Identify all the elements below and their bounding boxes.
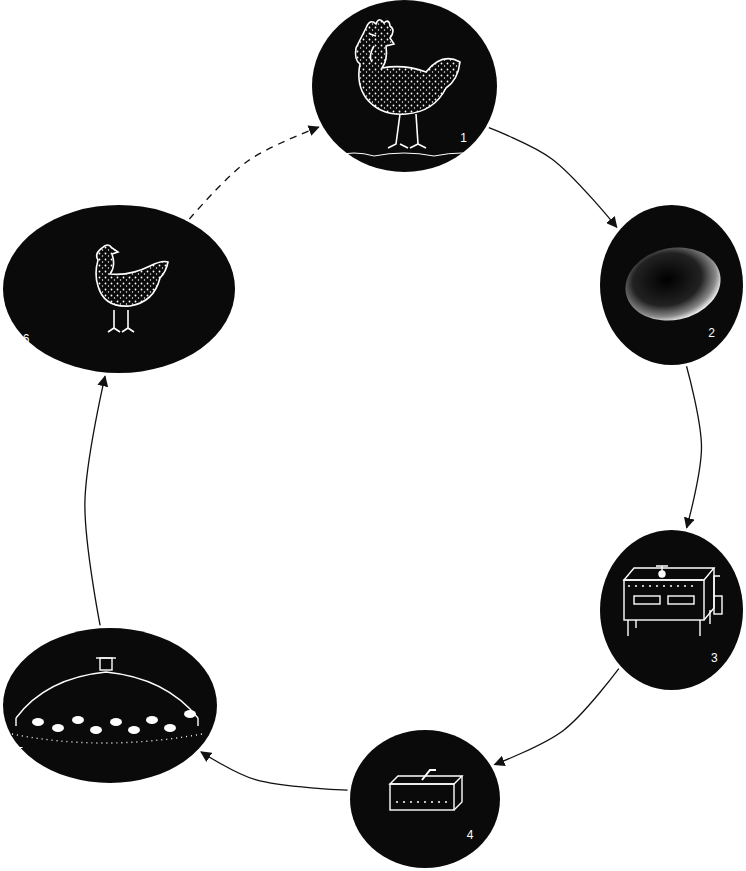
brooder-figure <box>12 658 202 743</box>
callout-number: 4 <box>467 828 474 842</box>
oval-shape <box>600 205 743 365</box>
egg-figure <box>619 239 728 329</box>
oval-shape <box>3 628 217 783</box>
cycle-arrow <box>489 128 617 228</box>
cycle-arrow <box>85 376 105 625</box>
oval-shape <box>600 530 743 690</box>
oval-node: 3 <box>600 530 743 690</box>
oval-node: 2 <box>600 205 743 365</box>
incubator-figure <box>624 566 722 636</box>
cycle-arrow <box>201 752 348 790</box>
oval-node: 6 <box>3 205 235 373</box>
chick-box-figure <box>390 770 462 810</box>
cycle-arrow <box>189 127 318 219</box>
callout-number: 6 <box>23 332 30 346</box>
callout-number: 3 <box>711 651 718 665</box>
callout-number: 5 <box>17 745 24 759</box>
cycle-arrow <box>495 669 619 765</box>
oval-shape <box>3 205 235 373</box>
oval-node: 5 <box>3 628 217 783</box>
oval-node: 1 <box>312 0 497 172</box>
hen-figure <box>96 245 168 332</box>
oval-shape <box>350 730 500 868</box>
callout-number: 1 <box>460 131 467 145</box>
callout-number: 2 <box>708 326 715 340</box>
oval-node: 4 <box>350 730 500 868</box>
cycle-arrow <box>687 366 702 527</box>
rooster-figure <box>334 20 484 156</box>
oval-shape <box>312 0 497 172</box>
